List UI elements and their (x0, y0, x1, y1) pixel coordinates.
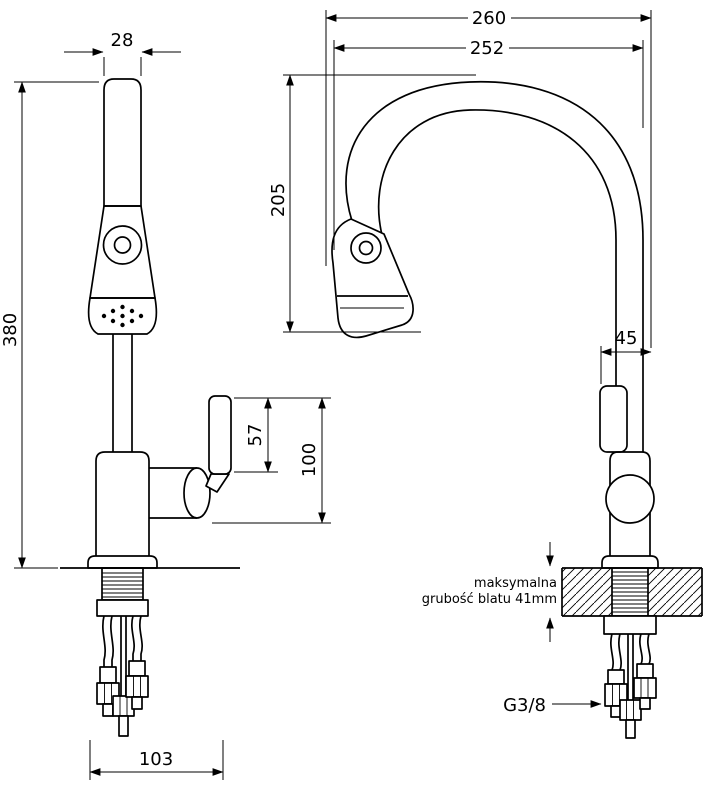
body-joint (605, 474, 655, 524)
countertop-section: maksymalna grubość blatu 41mm (422, 542, 703, 642)
side-undermount (603, 615, 657, 739)
front-spray-head (87, 78, 158, 335)
front-undermount (96, 567, 149, 737)
dim-label-100: 100 (299, 443, 320, 477)
hex-nut (619, 699, 642, 721)
dimension-base-width: 103 (89, 740, 224, 780)
dimension-overall-depth: 260 (325, 8, 652, 348)
hex-nut (633, 677, 657, 699)
dimension-total-height: 380 (0, 81, 99, 569)
front-hose-pipe (112, 334, 133, 452)
dim-label-260: 260 (472, 8, 506, 29)
valve-cap (183, 467, 211, 519)
spray-button-inner (358, 240, 374, 256)
hose-right (125, 615, 149, 710)
dim-label-252: 252 (470, 38, 504, 59)
mounting-bracket (603, 615, 657, 635)
shank-through-counter (611, 568, 649, 616)
spray-button-inner (113, 236, 132, 254)
mounting-bracket (96, 599, 149, 617)
side-view: maksymalna grubość blatu 41mm (268, 8, 703, 739)
base-flange (601, 555, 659, 569)
spray-button-outer (350, 232, 382, 264)
aerator-dots (101, 304, 144, 328)
front-handle-lever (208, 395, 232, 475)
mounting-stud (112, 616, 135, 737)
base-flange (87, 555, 158, 569)
dimension-handle-and-body: 57 100 (212, 397, 331, 524)
dim-label-205: 205 (268, 183, 289, 217)
counter-note-line1: maksymalna (474, 576, 557, 591)
dim-label-380: 380 (0, 313, 21, 347)
dim-label-28: 28 (111, 30, 134, 51)
dimension-body-depth: 45 (600, 328, 652, 384)
side-handle-lever (599, 385, 628, 453)
side-spray-head (331, 218, 414, 339)
thread-size-label: G3/8 (503, 695, 546, 716)
side-spout (345, 81, 644, 452)
dim-label-45: 45 (615, 328, 638, 349)
counter-note-line2: grubość blatu 41mm (422, 592, 557, 607)
hose-right (633, 633, 657, 710)
dimension-top-width: 28 (64, 30, 181, 76)
front-view: 28 380 57 100 103 (0, 30, 331, 780)
thread-size-callout: G3/8 (503, 695, 602, 716)
side-body (599, 385, 659, 569)
dim-label-103: 103 (139, 749, 173, 770)
mounting-stud (619, 634, 642, 739)
shank-threads (612, 571, 648, 613)
hex-nut (112, 695, 135, 717)
spray-button-outer (102, 225, 143, 265)
dim-label-57: 57 (245, 424, 266, 447)
hex-nut (125, 675, 149, 698)
dimension-spout-height: 205 (268, 74, 476, 333)
front-body (60, 395, 240, 569)
shank-threads (102, 572, 143, 598)
